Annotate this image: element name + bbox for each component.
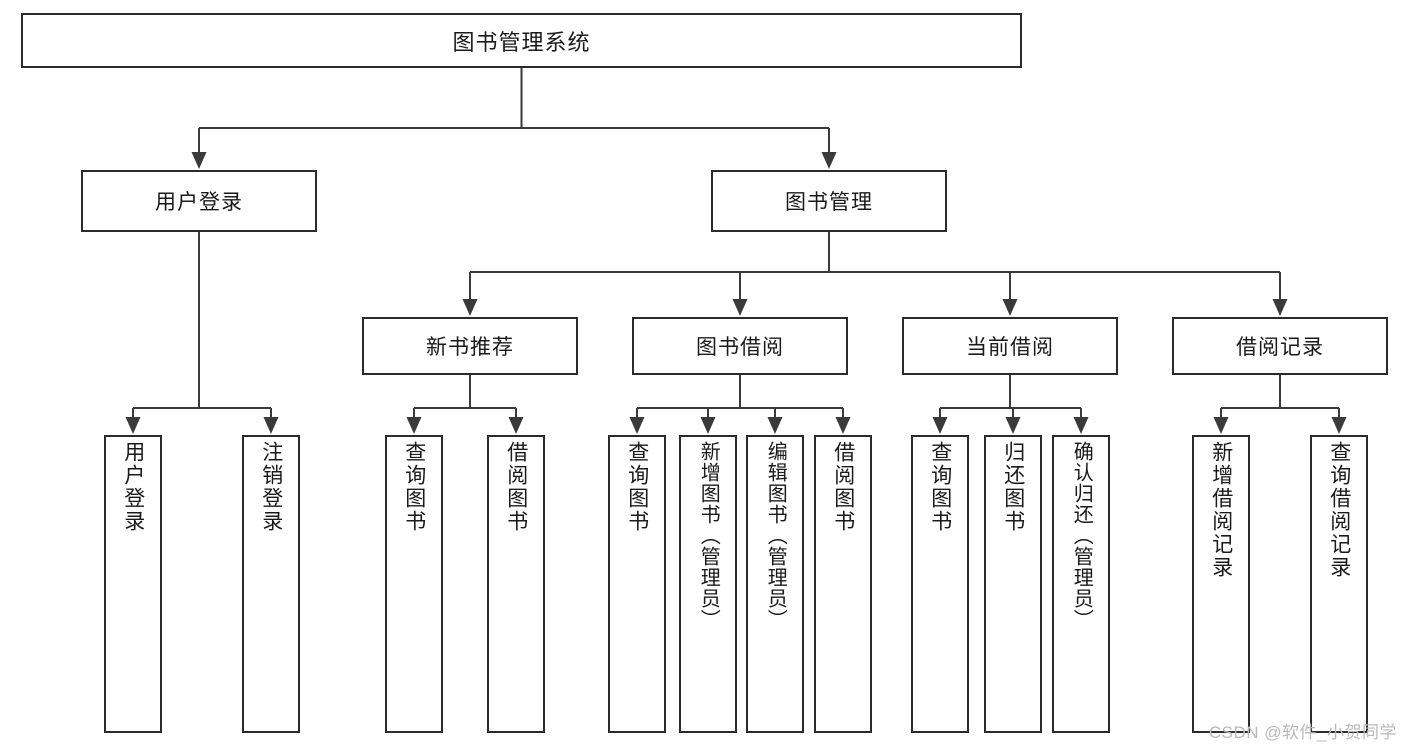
node-leaf10[interactable]: 归还图书: [984, 435, 1042, 733]
node-leaf8[interactable]: 借阅图书: [814, 435, 872, 733]
node-bookmgmt[interactable]: 图书管理: [711, 170, 947, 232]
node-label: 查询图书: [625, 441, 649, 533]
node-label: 查询图书: [402, 441, 426, 533]
node-label: 新增图书（管理员）: [697, 441, 720, 630]
arrow-head-icon: [700, 417, 716, 434]
node-label: 查询借阅记录: [1327, 441, 1351, 579]
node-label: 用户登录: [121, 441, 145, 533]
node-label: 图书借阅: [696, 336, 784, 359]
node-label: 借阅图书: [831, 441, 855, 533]
arrow-head-icon: [406, 417, 422, 434]
arrow-head-icon: [1272, 299, 1288, 316]
arrow-head-icon: [821, 152, 837, 169]
node-borrow[interactable]: 图书借阅: [632, 317, 848, 375]
node-label: 查询图书: [928, 441, 952, 533]
arrow-head-icon: [1213, 417, 1229, 434]
node-record[interactable]: 借阅记录: [1172, 317, 1388, 375]
node-newbook[interactable]: 新书推荐: [362, 317, 578, 375]
node-leaf5[interactable]: 查询图书: [608, 435, 666, 733]
node-current[interactable]: 当前借阅: [902, 317, 1118, 375]
node-label: 注销登录: [259, 441, 283, 533]
watermark: CSDN @软件_小贺同学: [1208, 723, 1397, 742]
arrow-head-icon: [508, 417, 524, 434]
node-leaf4[interactable]: 借阅图书: [487, 435, 545, 733]
arrow-head-icon: [1005, 417, 1021, 434]
node-label: 图书管理系统: [452, 29, 591, 55]
arrow-head-icon: [1002, 299, 1018, 316]
node-leaf2[interactable]: 注销登录: [242, 435, 300, 733]
node-leaf1[interactable]: 用户登录: [104, 435, 162, 733]
node-label: 确认归还（管理员）: [1070, 441, 1093, 630]
node-leaf7[interactable]: 编辑图书（管理员）: [746, 435, 804, 733]
node-label: 编辑图书（管理员）: [764, 441, 787, 630]
arrow-head-icon: [263, 417, 279, 434]
arrow-head-icon: [732, 299, 748, 316]
node-leaf9[interactable]: 查询图书: [911, 435, 969, 733]
arrow-head-icon: [1073, 417, 1089, 434]
node-label: 当前借阅: [966, 336, 1054, 359]
arrow-head-icon: [191, 152, 207, 169]
node-leaf3[interactable]: 查询图书: [385, 435, 443, 733]
arrow-head-icon: [462, 299, 478, 316]
node-root[interactable]: 图书管理系统: [21, 13, 1022, 68]
node-leaf12[interactable]: 新增借阅记录: [1192, 435, 1250, 733]
arrow-head-icon: [125, 417, 141, 434]
arrow-head-icon: [835, 417, 851, 434]
node-leaf11[interactable]: 确认归还（管理员）: [1052, 435, 1110, 733]
node-leaf13[interactable]: 查询借阅记录: [1310, 435, 1368, 733]
node-label: 用户登录: [155, 191, 243, 214]
node-leaf6[interactable]: 新增图书（管理员）: [679, 435, 737, 733]
node-label: 图书管理: [785, 191, 873, 214]
node-label: 归还图书: [1001, 441, 1025, 533]
node-label: 新书推荐: [426, 336, 514, 359]
arrow-head-icon: [932, 417, 948, 434]
arrow-head-icon: [629, 417, 645, 434]
node-label: 借阅图书: [504, 441, 528, 533]
arrow-head-icon: [767, 417, 783, 434]
node-label: 新增借阅记录: [1209, 441, 1233, 579]
node-label: 借阅记录: [1236, 336, 1324, 359]
arrow-head-icon: [1331, 417, 1347, 434]
node-login[interactable]: 用户登录: [81, 170, 317, 232]
